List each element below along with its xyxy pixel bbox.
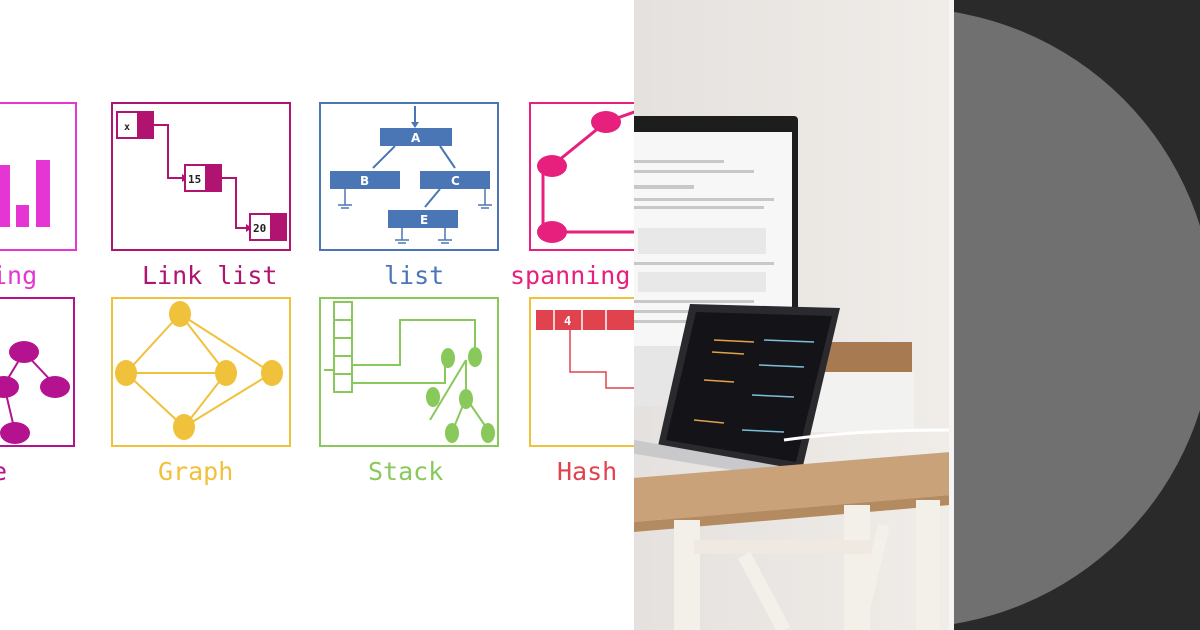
linked-node-15: 15 [188,173,201,186]
bar [0,165,10,227]
grey-circle [954,12,1200,624]
tree-node-c: C [451,174,460,188]
bar [16,205,29,227]
hash-tile [529,297,634,447]
tree-node-e: E [420,213,428,227]
sorting-label: ing [0,261,38,290]
tree-label: e [0,459,7,484]
stack-tile [319,297,499,447]
hash-label: Hash [557,457,618,486]
linked-list-label: Link list [142,261,278,290]
tree-node-a: A [411,131,421,145]
graph-label: Graph [158,457,234,486]
spanning-tile [529,102,634,251]
tree-list-tile [319,102,499,251]
spanning-label: spanning [510,261,631,290]
bar [36,160,50,227]
dark-decorative-panel [954,0,1200,630]
tree-list-label: list [384,261,445,290]
linked-node-x: x [124,122,130,133]
linked-node-20: 20 [253,222,266,235]
linked-list-tile [111,102,291,251]
hash-cell-value: 4 [564,314,571,328]
data-structures-diagram: x 15 20 A B C E 4 [0,102,634,447]
wooden-box [822,342,912,372]
desk-photo-illustration [634,0,950,630]
panel-divider [949,0,954,630]
sorting-tile [0,102,77,251]
desk [634,452,950,630]
desk-photo [634,0,950,630]
data-structures-illustration: x 15 20 A B C E 4 ing Link list list spa… [0,102,634,486]
graph-tile [111,297,291,447]
tree-tile [0,297,75,447]
stack-label: Stack [368,457,444,486]
tree-node-b: B [360,174,369,188]
cable [783,428,950,442]
